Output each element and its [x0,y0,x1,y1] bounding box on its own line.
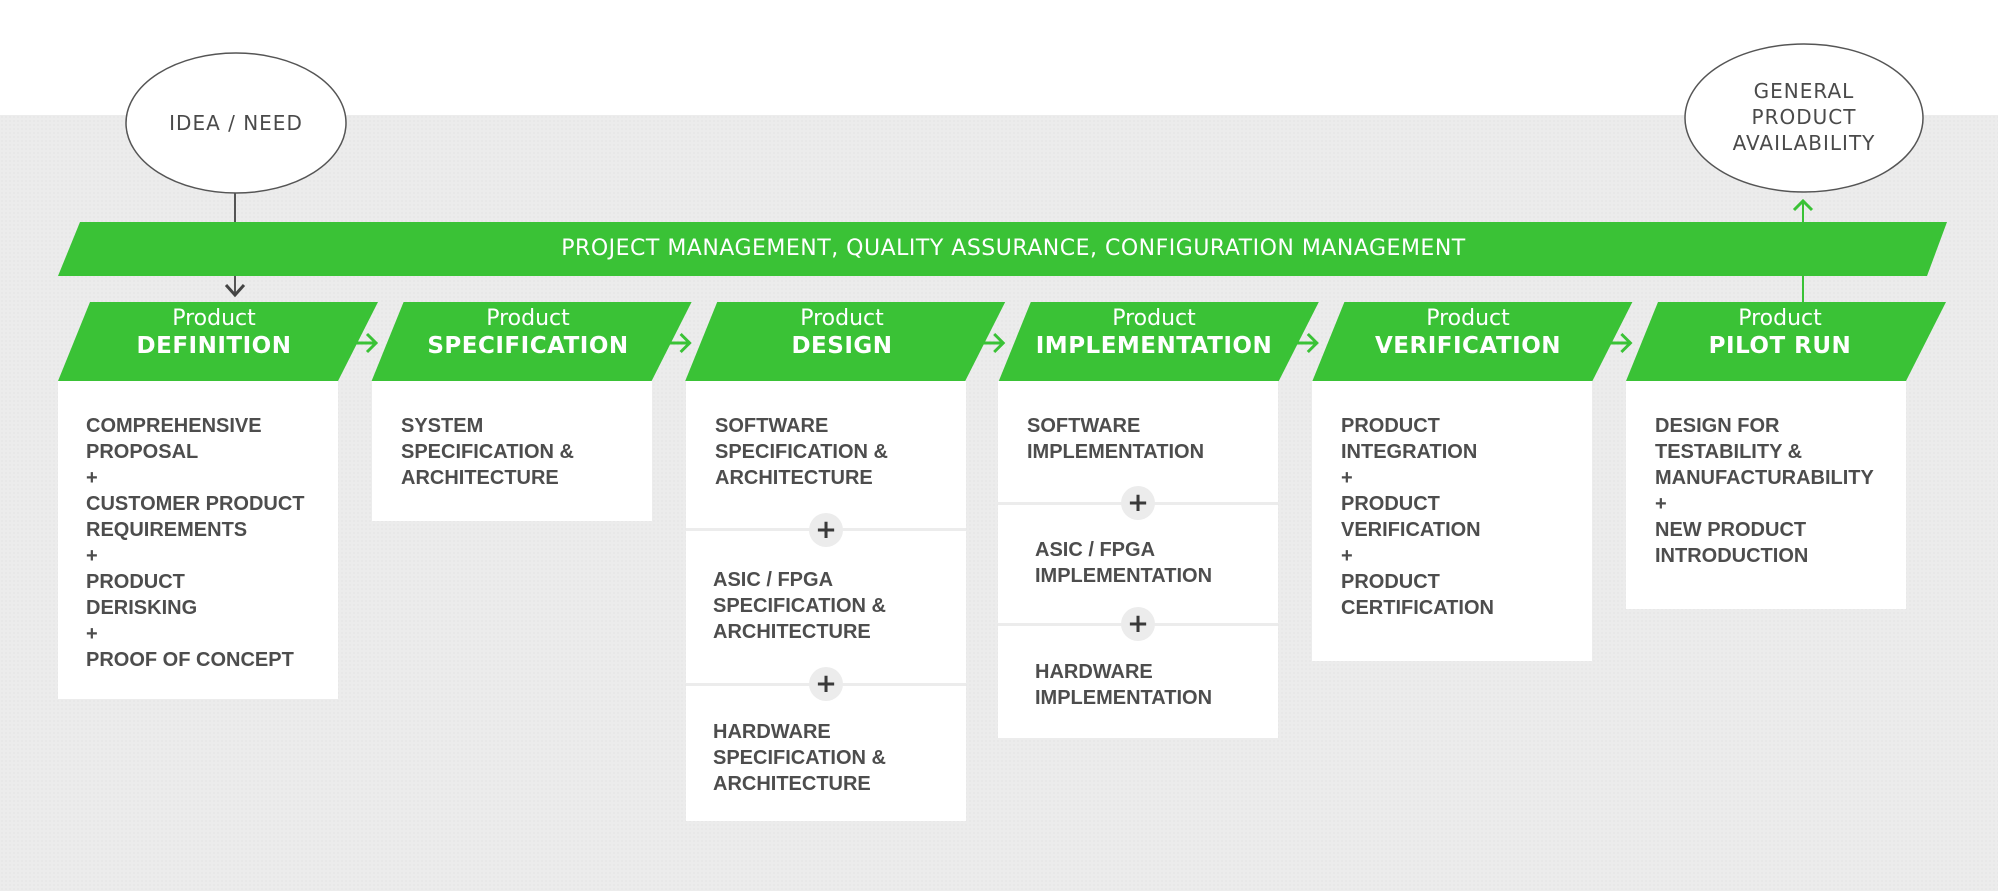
phase-header-definition: Product DEFINITION [70,306,358,360]
phase-box-verification [1312,381,1592,661]
phase-header-design: Product DESIGN [698,306,986,360]
end-node-line: PRODUCT [1751,105,1857,129]
phase-header-verification: Product VERIFICATION [1324,306,1612,360]
phase-header-pilot-run: Product PILOT RUN [1636,306,1924,360]
phase-box-pilot-run [1626,381,1906,609]
phase-name: IMPLEMENTATION [1035,333,1273,359]
phase-header-specification: Product SPECIFICATION [384,306,672,360]
phase-header-shape [685,302,1006,381]
end-node-ellipse [1684,43,1924,193]
arrow-right-icon [679,332,692,354]
phase-header-shape [58,302,378,381]
banner-shape [58,222,1947,276]
arrow-right-icon [993,332,1006,354]
phase-name: DEFINITION [136,333,292,359]
arrow-right-icon [1620,332,1633,354]
phase-item: SOFTWARE IMPLEMENTATION [1027,415,1205,463]
start-node-label: IDEA / NEED [169,111,303,135]
phase-name: VERIFICATION [1375,333,1561,359]
phase-item: HARDWARE IMPLEMENTATION [1035,661,1213,709]
end-node-label: GENERAL PRODUCT AVAILABILITY [1685,78,1923,156]
up-arrow-icon [1792,198,1814,212]
end-node-line: GENERAL [1753,79,1855,103]
phase-header-shape [371,302,692,381]
arrow-right-icon [365,332,379,354]
phase-name: SPECIFICATION [427,333,629,359]
down-arrow-icon [224,283,246,298]
plus-icon: + [1121,486,1155,520]
phase-name: DESIGN [791,333,893,359]
phase-item: ASIC / FPGA IMPLEMENTATION [1035,539,1213,587]
phase-header-implementation: Product IMPLEMENTATION [1010,306,1298,360]
plus-icon: + [809,667,843,701]
phase-prefix: Product [1112,306,1196,331]
phase-prefix: Product [1738,306,1822,331]
plus-icon: + [1121,607,1155,641]
phase-name: PILOT RUN [1708,333,1852,359]
phase-item: DESIGN FOR TESTABILITY & MANUFACTURABILI… [1655,415,1874,567]
phase-prefix: Product [486,306,570,331]
phase-prefix: Product [172,306,256,331]
phase-prefix: Product [800,306,884,331]
banner-label: PROJECT MANAGEMENT, QUALITY ASSURANCE, C… [561,236,1466,261]
phase-item: SYSTEM SPECIFICATION & ARCHITECTURE [401,415,574,489]
phase-item: ASIC / FPGA SPECIFICATION & ARCHITECTURE [713,569,886,643]
phase-box-design [686,381,966,821]
phase-item: HARDWARE SPECIFICATION & ARCHITECTURE [713,721,886,795]
phase-header-shape [1312,302,1633,381]
phase-header-shape [1626,302,1946,381]
phase-box-specification [372,381,652,521]
phase-prefix: Product [1426,306,1510,331]
phase-item: COMPREHENSIVE PROPOSAL + CUSTOMER PRODUC… [86,415,305,671]
end-node-line: AVAILABILITY [1732,131,1876,155]
phase-box-implementation [998,381,1278,738]
arrow-right-icon [1306,332,1319,354]
phase-item: PRODUCT INTEGRATION + PRODUCT VERIFICATI… [1341,415,1494,619]
phase-box-definition [58,381,338,699]
phase-item: SOFTWARE SPECIFICATION & ARCHITECTURE [715,415,888,489]
plus-icon: + [809,513,843,547]
phase-header-shape [998,302,1319,381]
